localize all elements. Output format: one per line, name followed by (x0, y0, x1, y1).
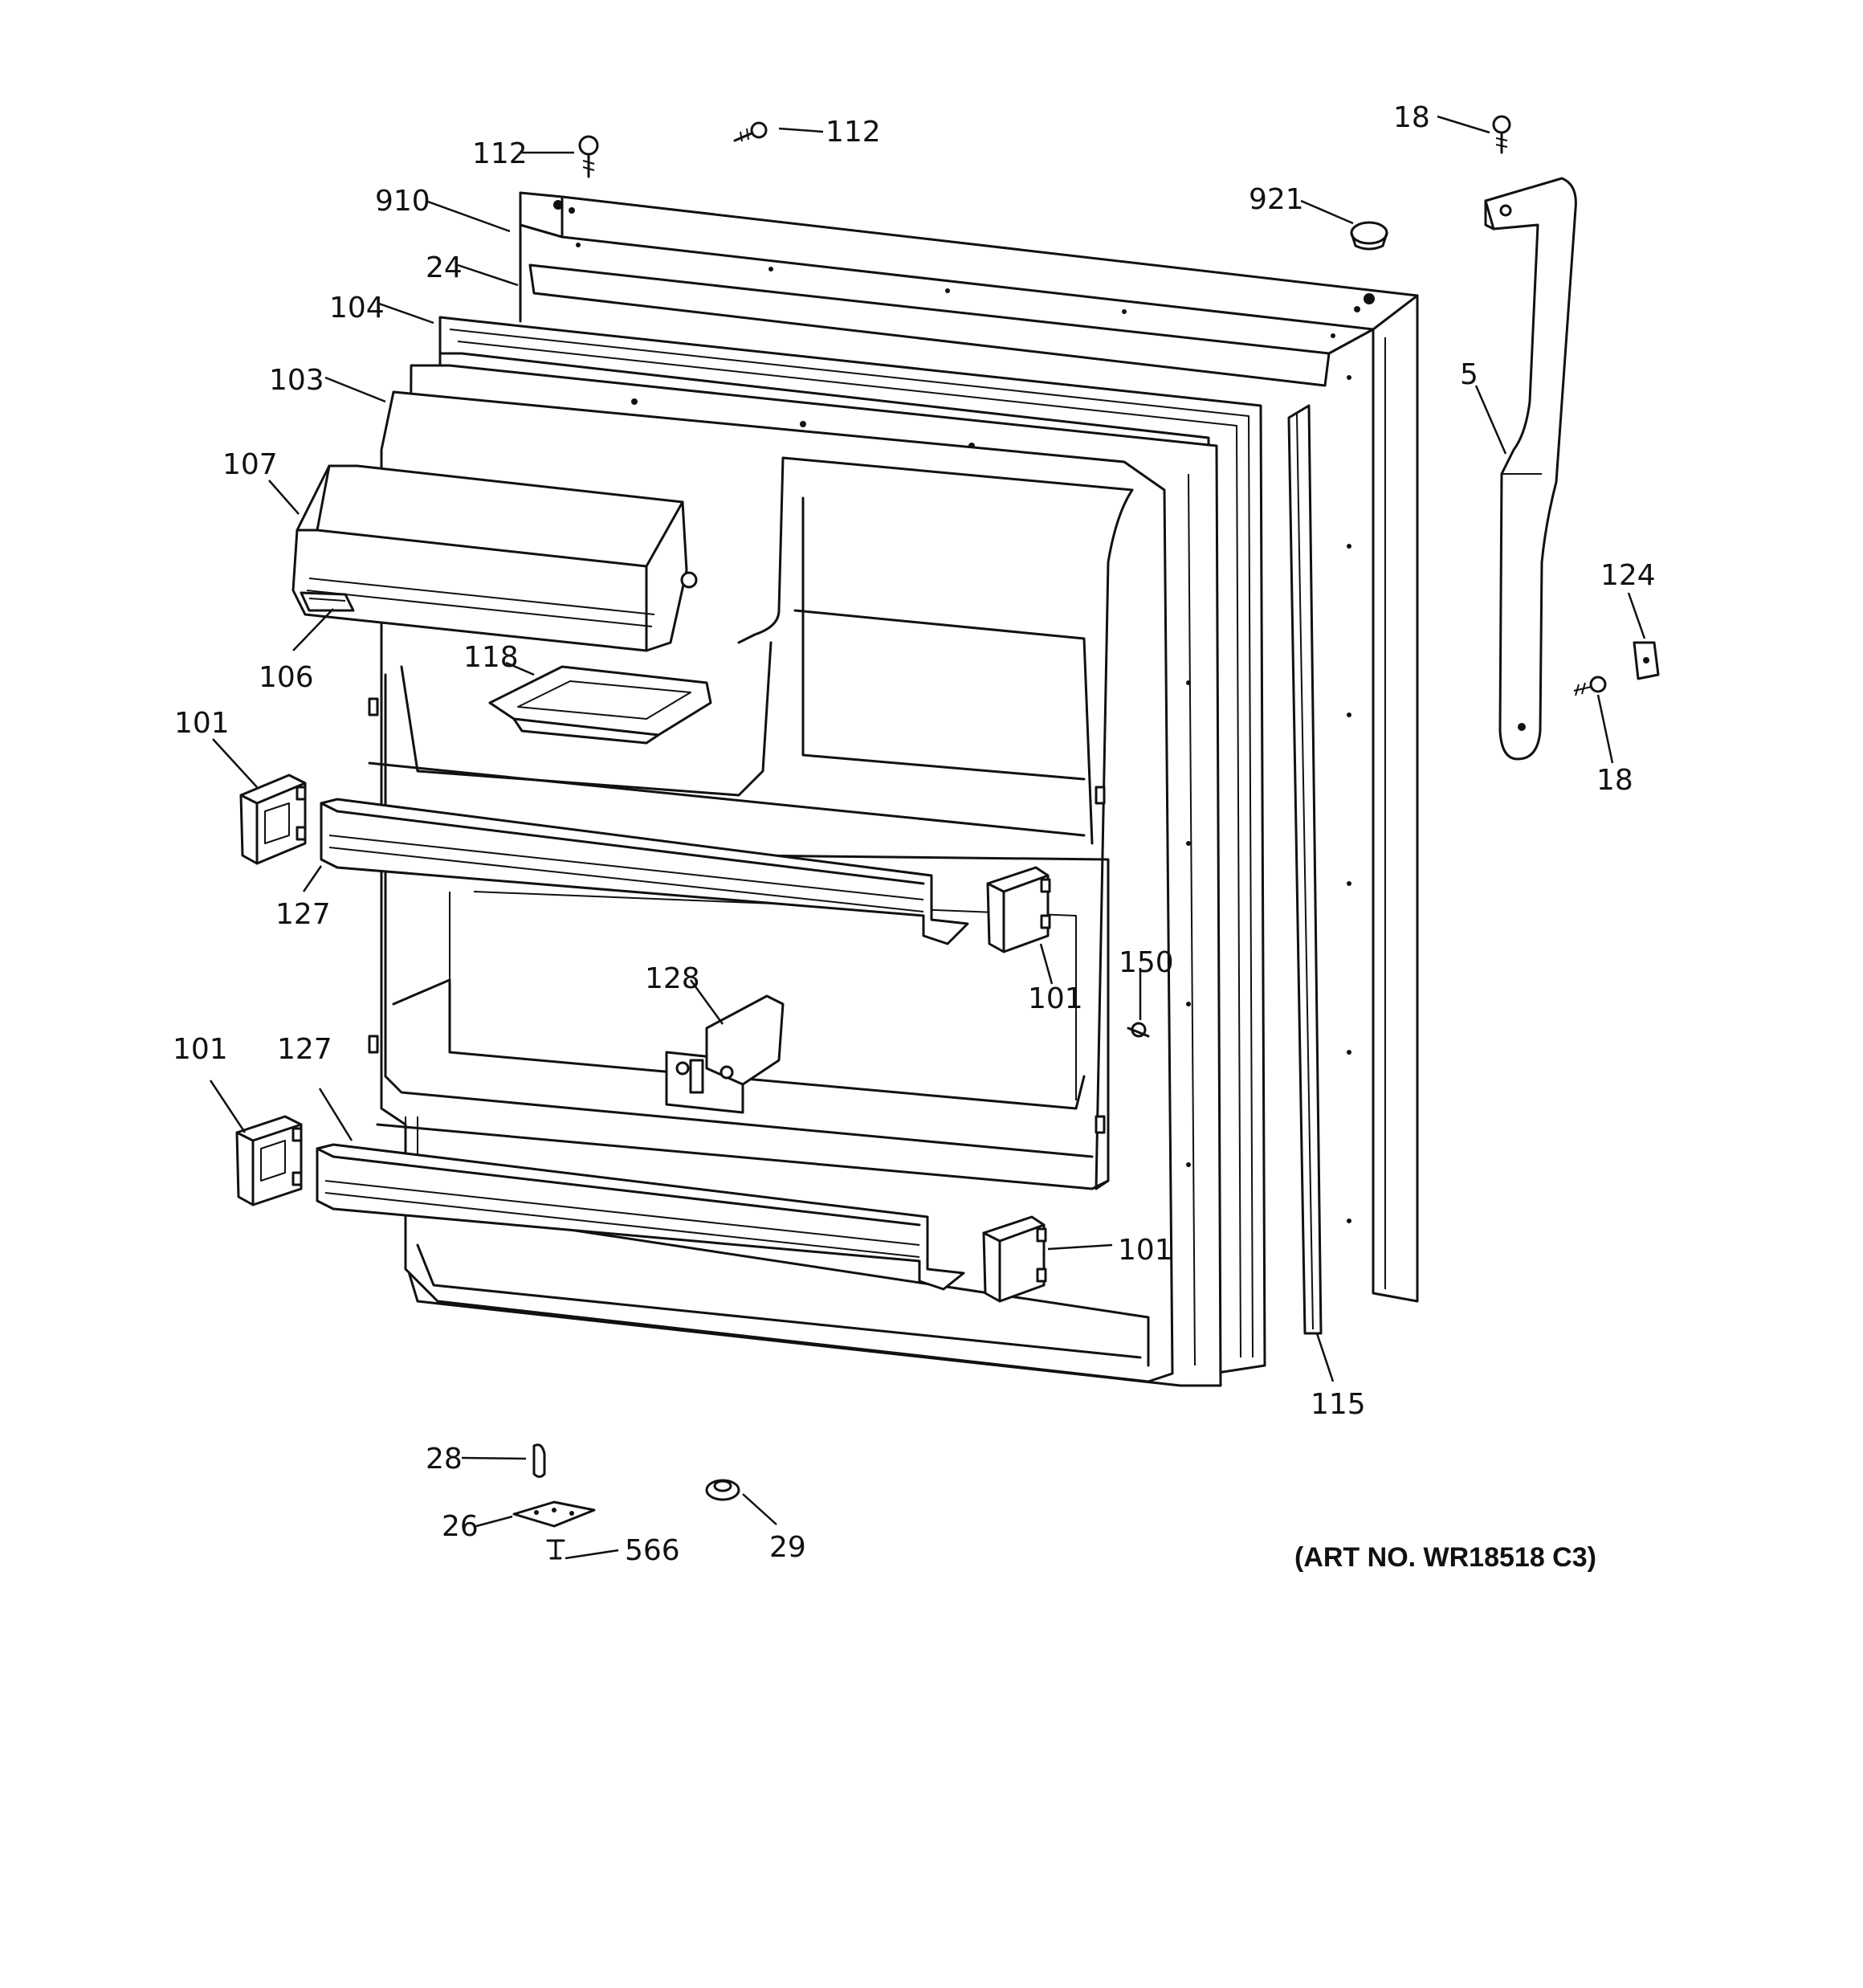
shelf-118 (488, 665, 712, 745)
screw-18-side (1573, 676, 1607, 696)
bracket-101-lower-left (235, 1115, 303, 1206)
screw-112-left (578, 135, 599, 178)
label-18-side: 18 (1596, 764, 1633, 797)
label-910: 910 (375, 185, 430, 218)
label-101-lower-right: 101 (1118, 1234, 1173, 1267)
label-103: 103 (269, 364, 324, 397)
trim-115 (1287, 404, 1323, 1335)
label-150: 150 (1119, 946, 1174, 979)
screw-566 (546, 1539, 565, 1560)
plate-26 (512, 1500, 596, 1528)
dairy-hinge-106 (300, 591, 355, 612)
label-115: 115 (1311, 1388, 1366, 1421)
label-24: 24 (426, 251, 463, 284)
label-107: 107 (222, 448, 278, 481)
label-128: 128 (645, 962, 700, 995)
label-101-upper-right: 101 (1028, 982, 1083, 1015)
bin-128 (665, 994, 785, 1114)
label-28: 28 (426, 1443, 463, 1476)
label-124: 124 (1600, 559, 1656, 592)
plug-921 (1350, 221, 1388, 251)
label-127-upper: 127 (275, 898, 331, 931)
label-112-left: 112 (472, 137, 528, 170)
label-18-top: 18 (1393, 101, 1430, 134)
art-number: (ART NO. WR18518 C3) (1294, 1542, 1596, 1573)
label-921: 921 (1249, 183, 1304, 216)
label-5: 5 (1460, 358, 1478, 391)
leader-lines (209, 115, 1646, 1560)
label-29: 29 (769, 1531, 806, 1564)
bracket-101-upper-right (986, 866, 1051, 953)
label-26: 26 (442, 1510, 479, 1543)
label-106: 106 (259, 661, 314, 694)
cap-29 (705, 1479, 740, 1501)
shelf-127-lower (316, 1143, 965, 1291)
label-118: 118 (463, 641, 519, 674)
shelf-127-upper (320, 798, 969, 945)
dairy-door-107 (291, 464, 698, 652)
part-labels: 112 112 18 910 921 24 104 103 5 107 124 … (173, 101, 1656, 1573)
handle-5 (1484, 177, 1577, 761)
label-127-lower: 127 (277, 1033, 332, 1066)
pin-28 (532, 1443, 546, 1478)
screw-18-top (1492, 115, 1511, 154)
outer-door-910 (519, 191, 1419, 1303)
label-104: 104 (329, 292, 385, 325)
inner-liner-cavities (368, 456, 1134, 1190)
bracket-101-upper-left (239, 774, 307, 865)
screw-112-right (733, 121, 768, 142)
label-566: 566 (625, 1534, 680, 1567)
hinge-124 (1633, 641, 1660, 680)
bracket-101-lower-right (982, 1215, 1047, 1303)
screw-150 (1127, 1022, 1150, 1038)
label-112-right: 112 (826, 116, 881, 149)
label-101-upper-left: 101 (174, 707, 230, 740)
label-101-lower-left: 101 (173, 1033, 228, 1066)
